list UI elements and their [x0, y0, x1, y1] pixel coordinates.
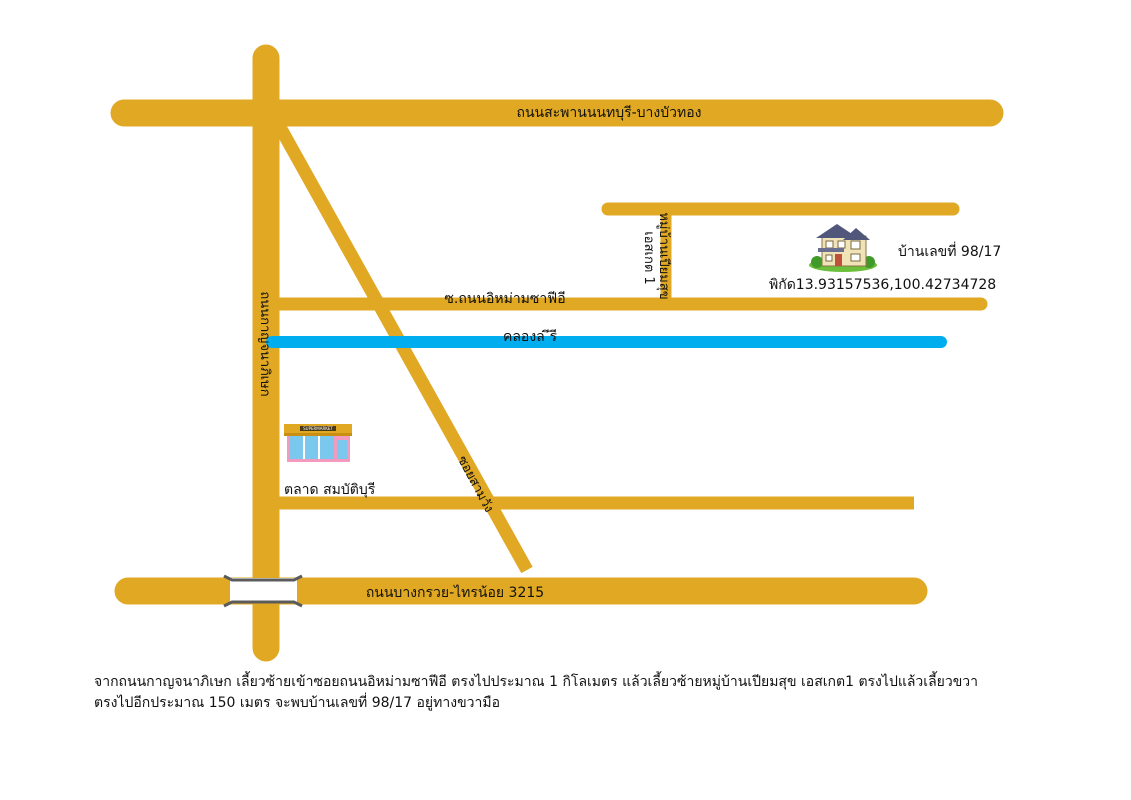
market-sign: SUPERMARKET	[303, 426, 333, 431]
directions-line-2: ตรงไปอีกประมาณ 150 เมตร จะพบบ้านเลขที่ 9…	[94, 695, 500, 711]
directions-text: จากถนนกาญจนาภิเษก เลี้ยวซ้ายเข้าซอยถนนอิ…	[94, 672, 1084, 714]
village-road-label: หมู่บ้านเปียมสุข	[656, 212, 672, 299]
coordinates-label: พิกัด13.93157536,100.42734728	[769, 277, 996, 293]
store-icon	[284, 424, 352, 462]
village-gate-label: เอสเกต 1	[641, 231, 656, 284]
canal-label: คลองล ึรี	[503, 329, 557, 345]
soi-main-label: ซ.ถนนอิหม่ามซาฟีอี	[444, 291, 565, 307]
bridge-icon	[223, 574, 303, 608]
directions-line-1: จากถนนกาญจนาภิเษก เลี้ยวซ้ายเข้าซอยถนนอิ…	[94, 674, 979, 690]
bottom-road-label: ถนนบางกรวย-ไทรน้อย 3215	[366, 584, 544, 601]
vertical-road-label: ถนนกาญจนาภิเษก	[257, 291, 272, 396]
top-road-label: ถนนสะพานนนทบุรี-บางบัวทอง	[517, 105, 702, 121]
house-icon	[809, 224, 877, 272]
house-label: บ้านเลขที่ 98/17	[898, 242, 1001, 260]
market-label: ตลาด สมบัติบุรี	[284, 482, 376, 498]
